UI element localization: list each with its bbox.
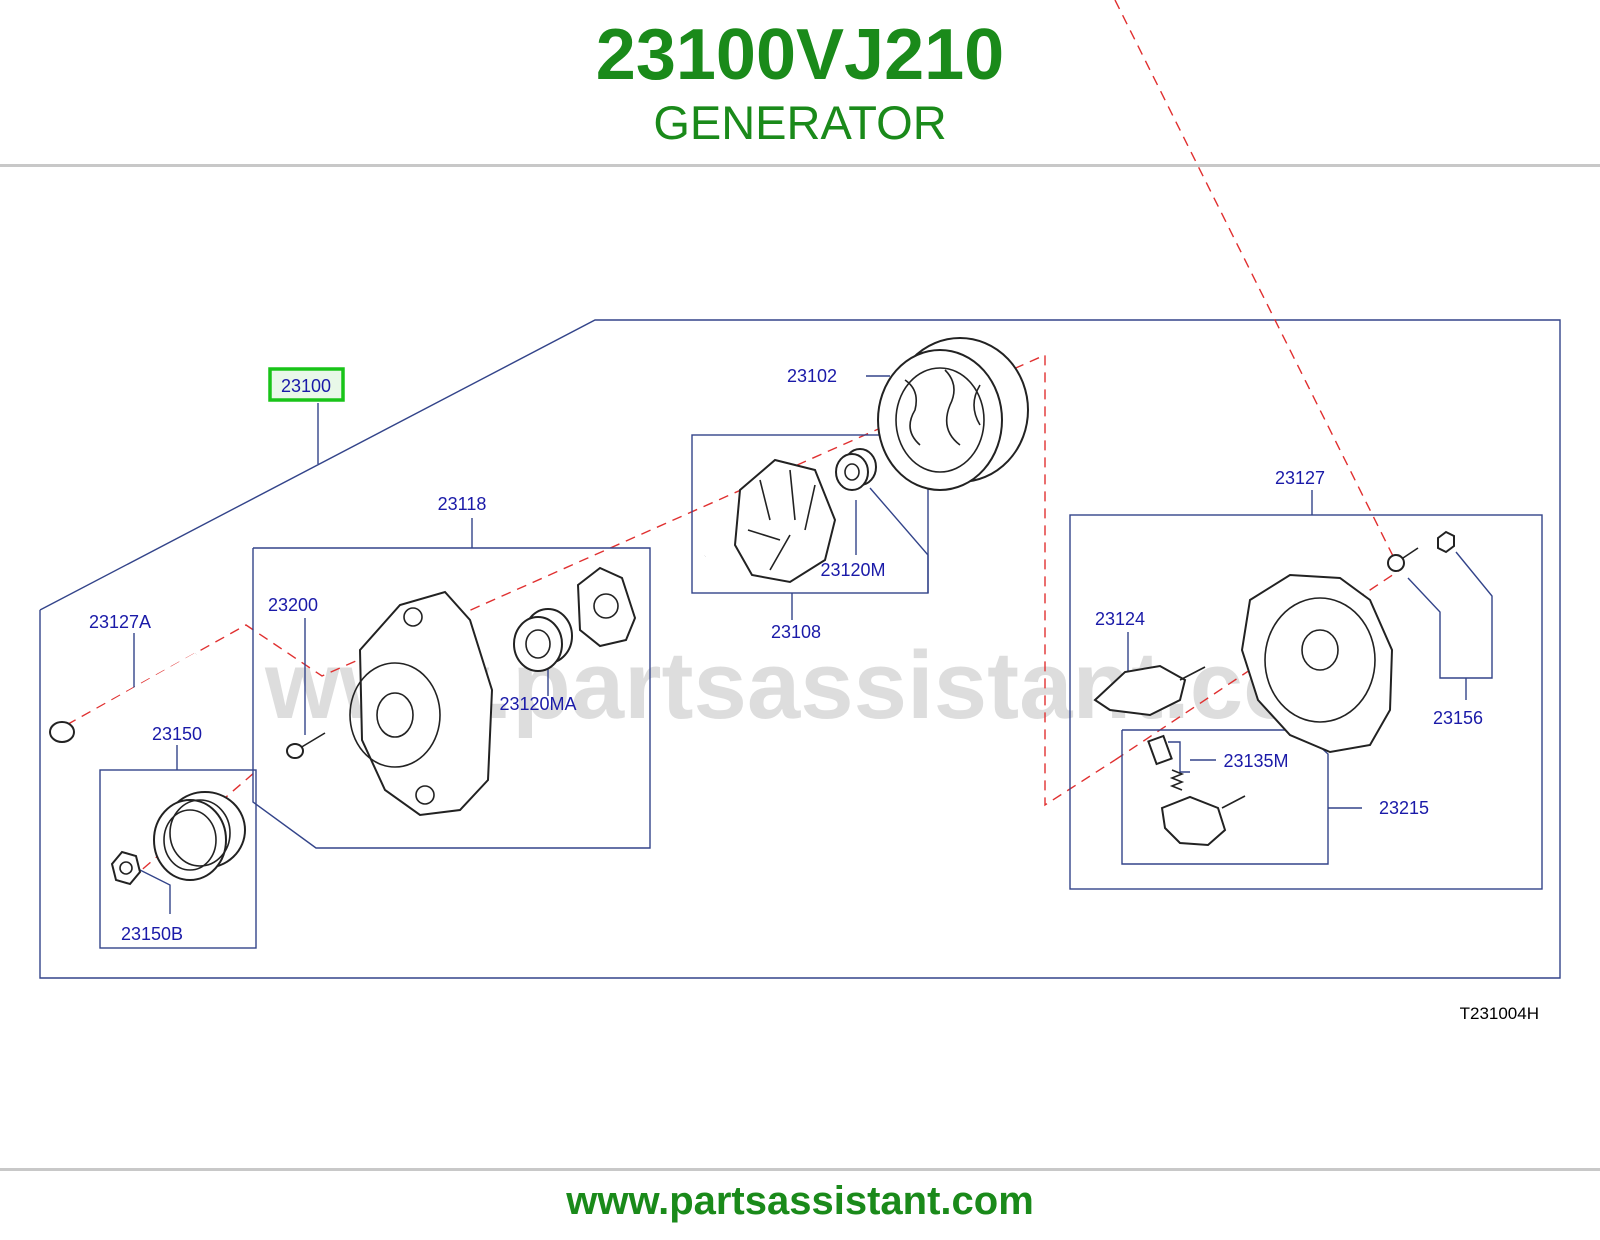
front-case-part [349, 590, 494, 817]
callout-23124[interactable]: 23124 [1095, 609, 1145, 629]
box-rotor-group [691, 434, 929, 594]
pulley-part [153, 791, 246, 881]
callout-23200[interactable]: 23200 [268, 595, 318, 615]
leader-23156 [1407, 551, 1493, 679]
rear-case-part [1240, 573, 1394, 754]
box-brush-holder-group [1121, 729, 1329, 865]
rear-nut-part [1437, 530, 1455, 554]
callout-23156[interactable]: 23156 [1433, 708, 1483, 728]
callout-23127[interactable]: 23127 [1275, 468, 1325, 488]
front-case-screw-part [286, 732, 326, 759]
callout-23150B[interactable]: 23150B [121, 924, 183, 944]
part-name-subtitle: GENERATOR [653, 96, 947, 149]
leader-23150B [139, 869, 171, 914]
terminal-bolt-part [1387, 547, 1419, 572]
through-bolt-part [49, 652, 197, 743]
box-front-case-group [252, 547, 651, 849]
brush-holder-part [1160, 795, 1246, 847]
front-bearing-part [513, 608, 573, 672]
part-number-title: 23100VJ210 [595, 15, 1005, 95]
centerline-rear [1114, 0, 1401, 571]
header-divider [0, 164, 1600, 167]
box-rear-case-group [1069, 514, 1543, 890]
rear-bearing-part [835, 448, 877, 491]
highlight-box-23100[interactable] [268, 367, 345, 402]
callout-23118[interactable]: 23118 [438, 494, 487, 514]
leader-23135M [1168, 741, 1190, 773]
centerline-pulley [129, 771, 256, 881]
box-pulley-group [99, 769, 257, 949]
centerline-main [51, 353, 1116, 807]
assembly-outline [39, 319, 1561, 979]
page-header: 23100VJ210 GENERATOR [0, 0, 1600, 168]
stator-part [877, 337, 1029, 491]
footer-website-link[interactable]: www.partsassistant.com [566, 1179, 1034, 1223]
callout-23215[interactable]: 23215 [1379, 798, 1429, 818]
callout-23120MA[interactable]: 23120MA [499, 694, 576, 714]
callout-23108[interactable]: 23108 [771, 622, 821, 642]
footer-divider [0, 1168, 1600, 1171]
callout-23102[interactable]: 23102 [787, 366, 837, 386]
leader-23120M-box [869, 487, 929, 593]
pulley-nut-part [110, 850, 142, 886]
drawing-code: T231004H [1460, 1004, 1539, 1023]
callout-23150[interactable]: 23150 [152, 724, 202, 744]
rotor-part [703, 458, 837, 584]
regulator-part [1093, 664, 1206, 717]
callout-23127A[interactable]: 23127A [89, 612, 151, 632]
brush-part [1147, 734, 1185, 791]
callout-23120M[interactable]: 23120M [820, 560, 885, 580]
bearing-retainer-plate-part [576, 566, 637, 648]
callout-23100[interactable]: 23100 [281, 376, 331, 396]
callout-23135M[interactable]: 23135M [1223, 751, 1288, 771]
